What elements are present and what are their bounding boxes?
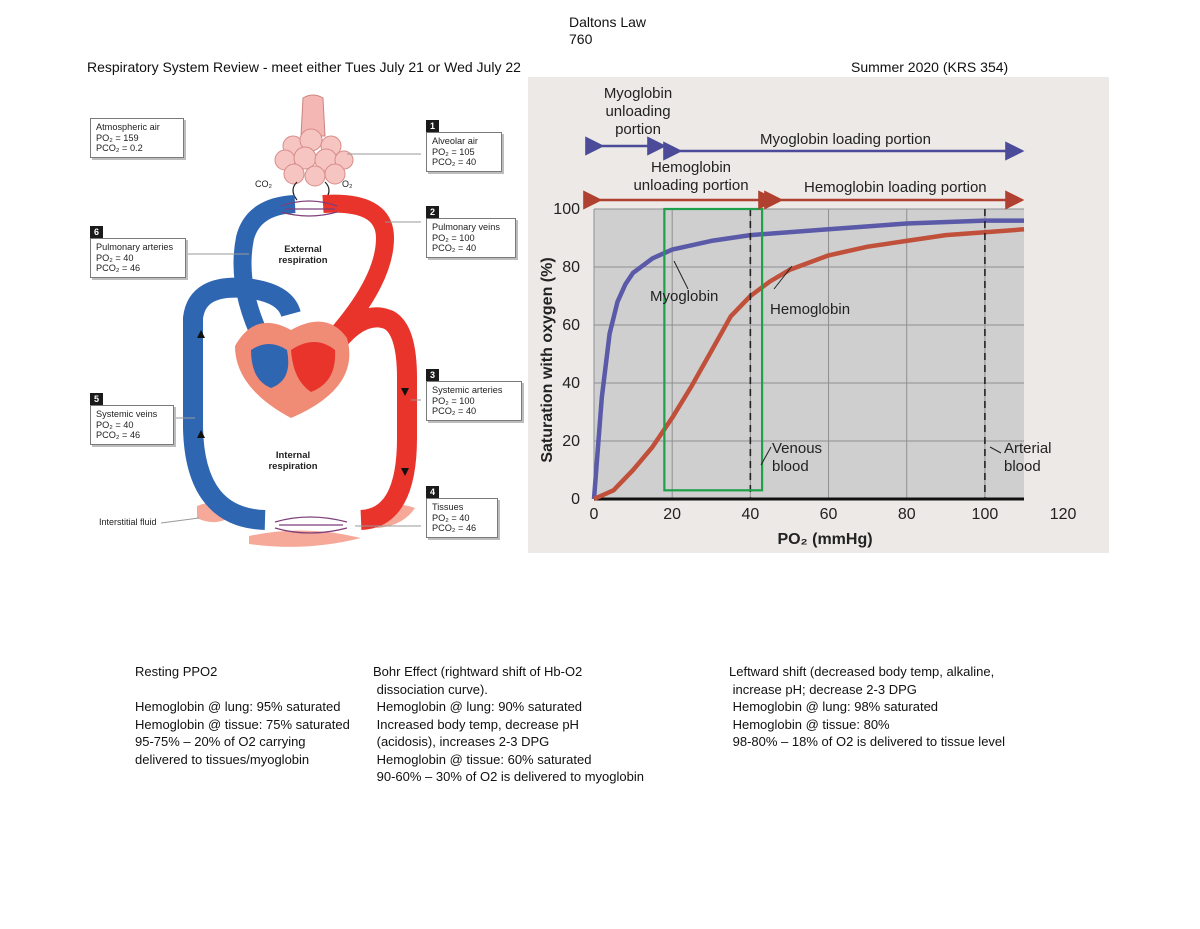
myoglobin-curve-label: Myoglobin <box>650 288 719 305</box>
header-left: Respiratory System Review - meet either … <box>87 59 521 75</box>
internal-respiration-label: Internal respiration <box>268 450 318 472</box>
box-po2: PO₂ = 40 <box>96 252 134 263</box>
capillary-beds <box>274 200 348 534</box>
y-tick-label: 80 <box>562 259 580 276</box>
box-title: Systemic veins <box>96 409 158 419</box>
box-title: Pulmonary veins <box>432 222 500 232</box>
box-po2: PO₂ = 105 <box>432 146 475 157</box>
tick-labels: 0 20 40 60 80 100 0 20 40 60 80 100 120 <box>553 201 1076 523</box>
header-title: Daltons Law <box>569 14 647 30</box>
circulation-diagram: CO₂ O₂ External respiration Internal res… <box>85 88 525 560</box>
plot-area <box>594 209 1024 499</box>
box-number-4: 4 <box>426 486 439 498</box>
systemic-arteries-box: Systemic arteries PO₂ = 100 PCO₂ = 40 <box>426 381 522 421</box>
atmospheric-po2: PO₂ = 159 <box>96 132 139 143</box>
atmospheric-title: Atmospheric air <box>96 122 160 132</box>
atmospheric-air-box: Atmospheric air PO₂ = 159 PCO₂ = 0.2 <box>90 118 184 158</box>
x-tick-label: 40 <box>741 506 759 523</box>
external-respiration-label: External respiration <box>278 244 328 266</box>
y-tick-label: 40 <box>562 375 580 392</box>
box-po2: PO₂ = 100 <box>432 232 475 243</box>
oxygen-dissociation-chart: 0 20 40 60 80 100 0 20 40 60 80 100 120 Saturation w… <box>528 77 1109 553</box>
co2-label: CO₂ <box>255 179 272 189</box>
box-title: Systemic arteries <box>432 385 503 395</box>
reference-lines <box>749 209 986 499</box>
header-number: 760 <box>569 31 593 47</box>
box-pco2: PCO₂ = 46 <box>432 523 477 533</box>
box-pco2: PCO₂ = 40 <box>432 243 477 253</box>
notes-bohr-effect: Bohr Effect (rightward shift of Hb-O2 di… <box>373 664 644 784</box>
x-tick-label: 60 <box>820 506 838 523</box>
arterial-blood-label: Arterial blood <box>1004 440 1052 475</box>
systemic-veins-box: Systemic veins PO₂ = 40 PCO₂ = 46 <box>90 405 174 445</box>
hemoglobin-curve-label: Hemoglobin <box>770 301 851 318</box>
box-number-5: 5 <box>90 393 103 405</box>
notes-resting: Resting PPO2 Hemoglobin @ lung: 95% satu… <box>135 664 350 767</box>
y-axis-label: Saturation with oxygen (%) <box>539 257 556 462</box>
myoglobin-curve <box>591 218 1024 500</box>
myoglobin-loading-label: Myoglobin loading portion <box>760 131 931 148</box>
hemoglobin-unloading-label: Hemoglobin unloading portion <box>633 159 749 194</box>
o2-label: O₂ <box>342 179 353 189</box>
pulmonary-arteries-box: Pulmonary arteries PO₂ = 40 PCO₂ = 46 <box>90 238 186 278</box>
box-number-1: 1 <box>426 120 439 132</box>
box-po2: PO₂ = 40 <box>432 512 470 523</box>
box-title: Alveolar air <box>432 136 478 146</box>
alveoli-illustration <box>274 128 354 187</box>
box-title: Tissues <box>432 502 464 512</box>
circulation-illustration <box>160 94 421 547</box>
header-right: Summer 2020 (KRS 354) <box>851 59 1009 75</box>
y-tick-label: 20 <box>562 433 580 450</box>
y-tick-label: 100 <box>553 201 580 218</box>
x-axis-label: PO₂ (mmHg) <box>777 531 872 548</box>
y-tick-label: 60 <box>562 317 580 334</box>
box-po2: PO₂ = 100 <box>432 395 475 406</box>
hemoglobin-loading-label: Hemoglobin loading portion <box>804 179 987 196</box>
x-tick-label: 100 <box>972 506 999 523</box>
atmospheric-pco2: PCO₂ = 0.2 <box>96 143 143 153</box>
x-tick-label: 120 <box>1050 506 1077 523</box>
box-number-2: 2 <box>426 206 439 218</box>
box-pco2: PCO₂ = 46 <box>96 430 141 440</box>
pulmonary-veins-box: Pulmonary veins PO₂ = 100 PCO₂ = 40 <box>426 218 516 258</box>
box-po2: PO₂ = 40 <box>96 419 134 430</box>
box-pco2: PCO₂ = 40 <box>432 157 477 167</box>
x-tick-label: 80 <box>898 506 916 523</box>
x-tick-label: 20 <box>663 506 681 523</box>
tissues-box: Tissues PO₂ = 40 PCO₂ = 46 <box>426 498 498 538</box>
y-tick-label: 0 <box>571 491 580 508</box>
box-pco2: PCO₂ = 40 <box>432 406 477 416</box>
box-number-6: 6 <box>90 226 103 238</box>
interstitial-fluid-label: Interstitial fluid <box>99 517 157 527</box>
box-pco2: PCO₂ = 46 <box>96 263 141 273</box>
alveolar-air-box: Alveolar air PO₂ = 105 PCO₂ = 40 <box>426 132 502 172</box>
venous-blood-label: Venous blood <box>772 440 823 475</box>
myoglobin-unloading-label: Myoglobin unloading portion <box>603 85 673 138</box>
box-title: Pulmonary arteries <box>96 242 174 252</box>
notes-leftward-shift: Leftward shift (decreased body temp, alk… <box>729 664 1006 749</box>
chart-svg: 0 20 40 60 80 100 0 20 40 60 80 100 120 Saturation w… <box>539 136 1077 548</box>
x-tick-label: 0 <box>590 506 599 523</box>
box-number-3: 3 <box>426 369 439 381</box>
